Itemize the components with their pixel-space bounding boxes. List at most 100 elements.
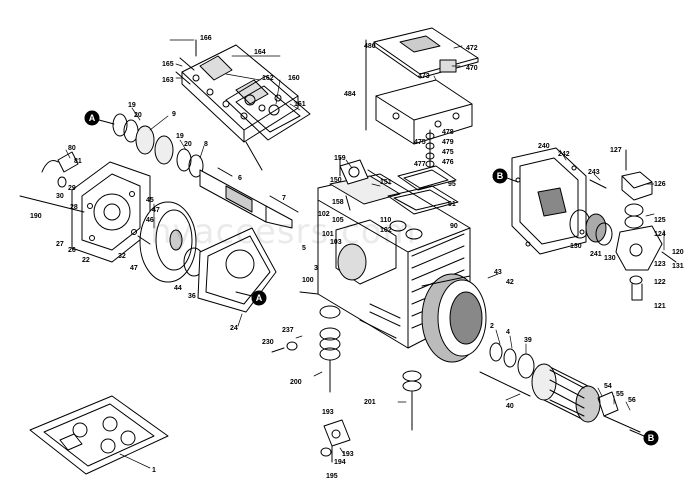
callout-a-lower: A (256, 293, 263, 303)
part-label: 200 (290, 379, 302, 386)
part-label: 32 (118, 253, 126, 260)
part-label: 120 (672, 249, 684, 256)
part-label: 122 (654, 279, 666, 286)
part-label: 241 (590, 251, 602, 258)
part-label: 110 (380, 217, 391, 224)
part-label: 103 (330, 239, 342, 246)
part-label: 3 (314, 265, 318, 272)
part-label: 42 (506, 279, 514, 286)
part-label: 125 (654, 217, 666, 224)
gasket-set (29, 395, 169, 475)
part-label: 1 (152, 467, 156, 474)
part-label: 165 (162, 61, 174, 68)
part-label: 80 (68, 145, 76, 152)
part-label: 27 (56, 241, 64, 248)
part-label: 81 (74, 158, 82, 165)
part-label: 39 (524, 337, 532, 344)
callout-markers (84, 110, 659, 446)
part-label: 45 (146, 197, 154, 204)
part-label: 56 (628, 397, 636, 404)
part-label: 91 (448, 201, 456, 208)
part-label: 477 (414, 161, 426, 168)
watermark: hyaccesrs.com (150, 212, 417, 252)
part-label: 160 (288, 75, 300, 82)
part-label: 5 (302, 245, 306, 252)
part-label: 95 (448, 181, 456, 188)
part-label: 473 (418, 73, 430, 80)
part-label: 151 (380, 179, 392, 186)
part-label: 131 (672, 263, 684, 270)
part-label: 102 (318, 211, 330, 218)
callout-a-top: A (89, 113, 96, 123)
part-label: 105 (332, 217, 344, 224)
part-label: 475 (442, 149, 454, 156)
part-label: 20 (134, 112, 142, 119)
oil-pump-cover (511, 147, 613, 255)
part-label: 130 (604, 255, 616, 262)
part-label: 480 (364, 43, 376, 50)
part-label: 479 (442, 139, 454, 146)
part-label: 40 (506, 403, 514, 410)
part-label: 47 (130, 265, 138, 272)
part-label: 29 (68, 185, 76, 192)
part-label: 126 (654, 181, 666, 188)
part-label: 22 (82, 257, 90, 264)
part-label: 55 (616, 391, 624, 398)
terminal-box (365, 27, 479, 240)
part-label: 46 (146, 217, 154, 224)
part-label: 2 (490, 323, 494, 330)
part-label: 193 (322, 409, 334, 416)
part-label: 19 (176, 133, 184, 140)
part-label: 475 (414, 139, 426, 146)
part-label: 7 (282, 195, 286, 202)
part-label: 90 (450, 223, 458, 230)
part-label: 240 (538, 143, 550, 150)
leader-lines (65, 39, 665, 469)
part-label: 26 (68, 247, 76, 254)
part-label: 127 (610, 147, 622, 154)
part-label: 28 (70, 204, 78, 211)
part-label: 484 (344, 91, 356, 98)
piston-rod-assembly (271, 305, 422, 431)
part-label: 6 (238, 175, 242, 182)
part-label: 476 (442, 159, 454, 166)
part-label: 158 (332, 199, 344, 206)
part-label: 43 (494, 269, 502, 276)
part-label: 164 (254, 49, 266, 56)
oil-filter-assembly (615, 149, 677, 301)
part-label: 19 (128, 102, 136, 109)
part-label: 101 (322, 231, 334, 238)
part-label: 195 (326, 473, 338, 480)
end-cover-22 (19, 151, 151, 263)
part-label: 478 (442, 129, 454, 136)
part-label: 47 (152, 207, 160, 214)
service-valve-fitting (320, 419, 351, 463)
part-label: 121 (654, 303, 666, 310)
part-label: 24 (230, 325, 238, 332)
part-label: 162 (262, 75, 274, 82)
part-label: 54 (604, 383, 612, 390)
part-label: 161 (294, 101, 306, 108)
part-label: 36 (188, 293, 196, 300)
rotor-assembly (479, 342, 641, 433)
part-label: 123 (654, 261, 666, 268)
part-label: 163 (162, 77, 174, 84)
part-label: 44 (174, 285, 182, 292)
part-label: 100 (302, 277, 314, 284)
part-label: 130 (570, 243, 582, 250)
part-label: 150 (330, 177, 342, 184)
cylinder-head-assembly (175, 39, 311, 171)
part-label: 124 (654, 231, 666, 238)
part-label: 243 (588, 169, 600, 176)
part-label: 230 (262, 339, 274, 346)
part-label: 193 (342, 451, 354, 458)
part-label: 190 (30, 213, 42, 220)
part-label: 194 (334, 459, 346, 466)
part-label: 8 (204, 141, 208, 148)
part-label: 237 (282, 327, 294, 334)
part-label: 9 (172, 111, 176, 118)
callout-b-upper: B (497, 171, 504, 181)
callout-b-lower: B (648, 433, 655, 443)
